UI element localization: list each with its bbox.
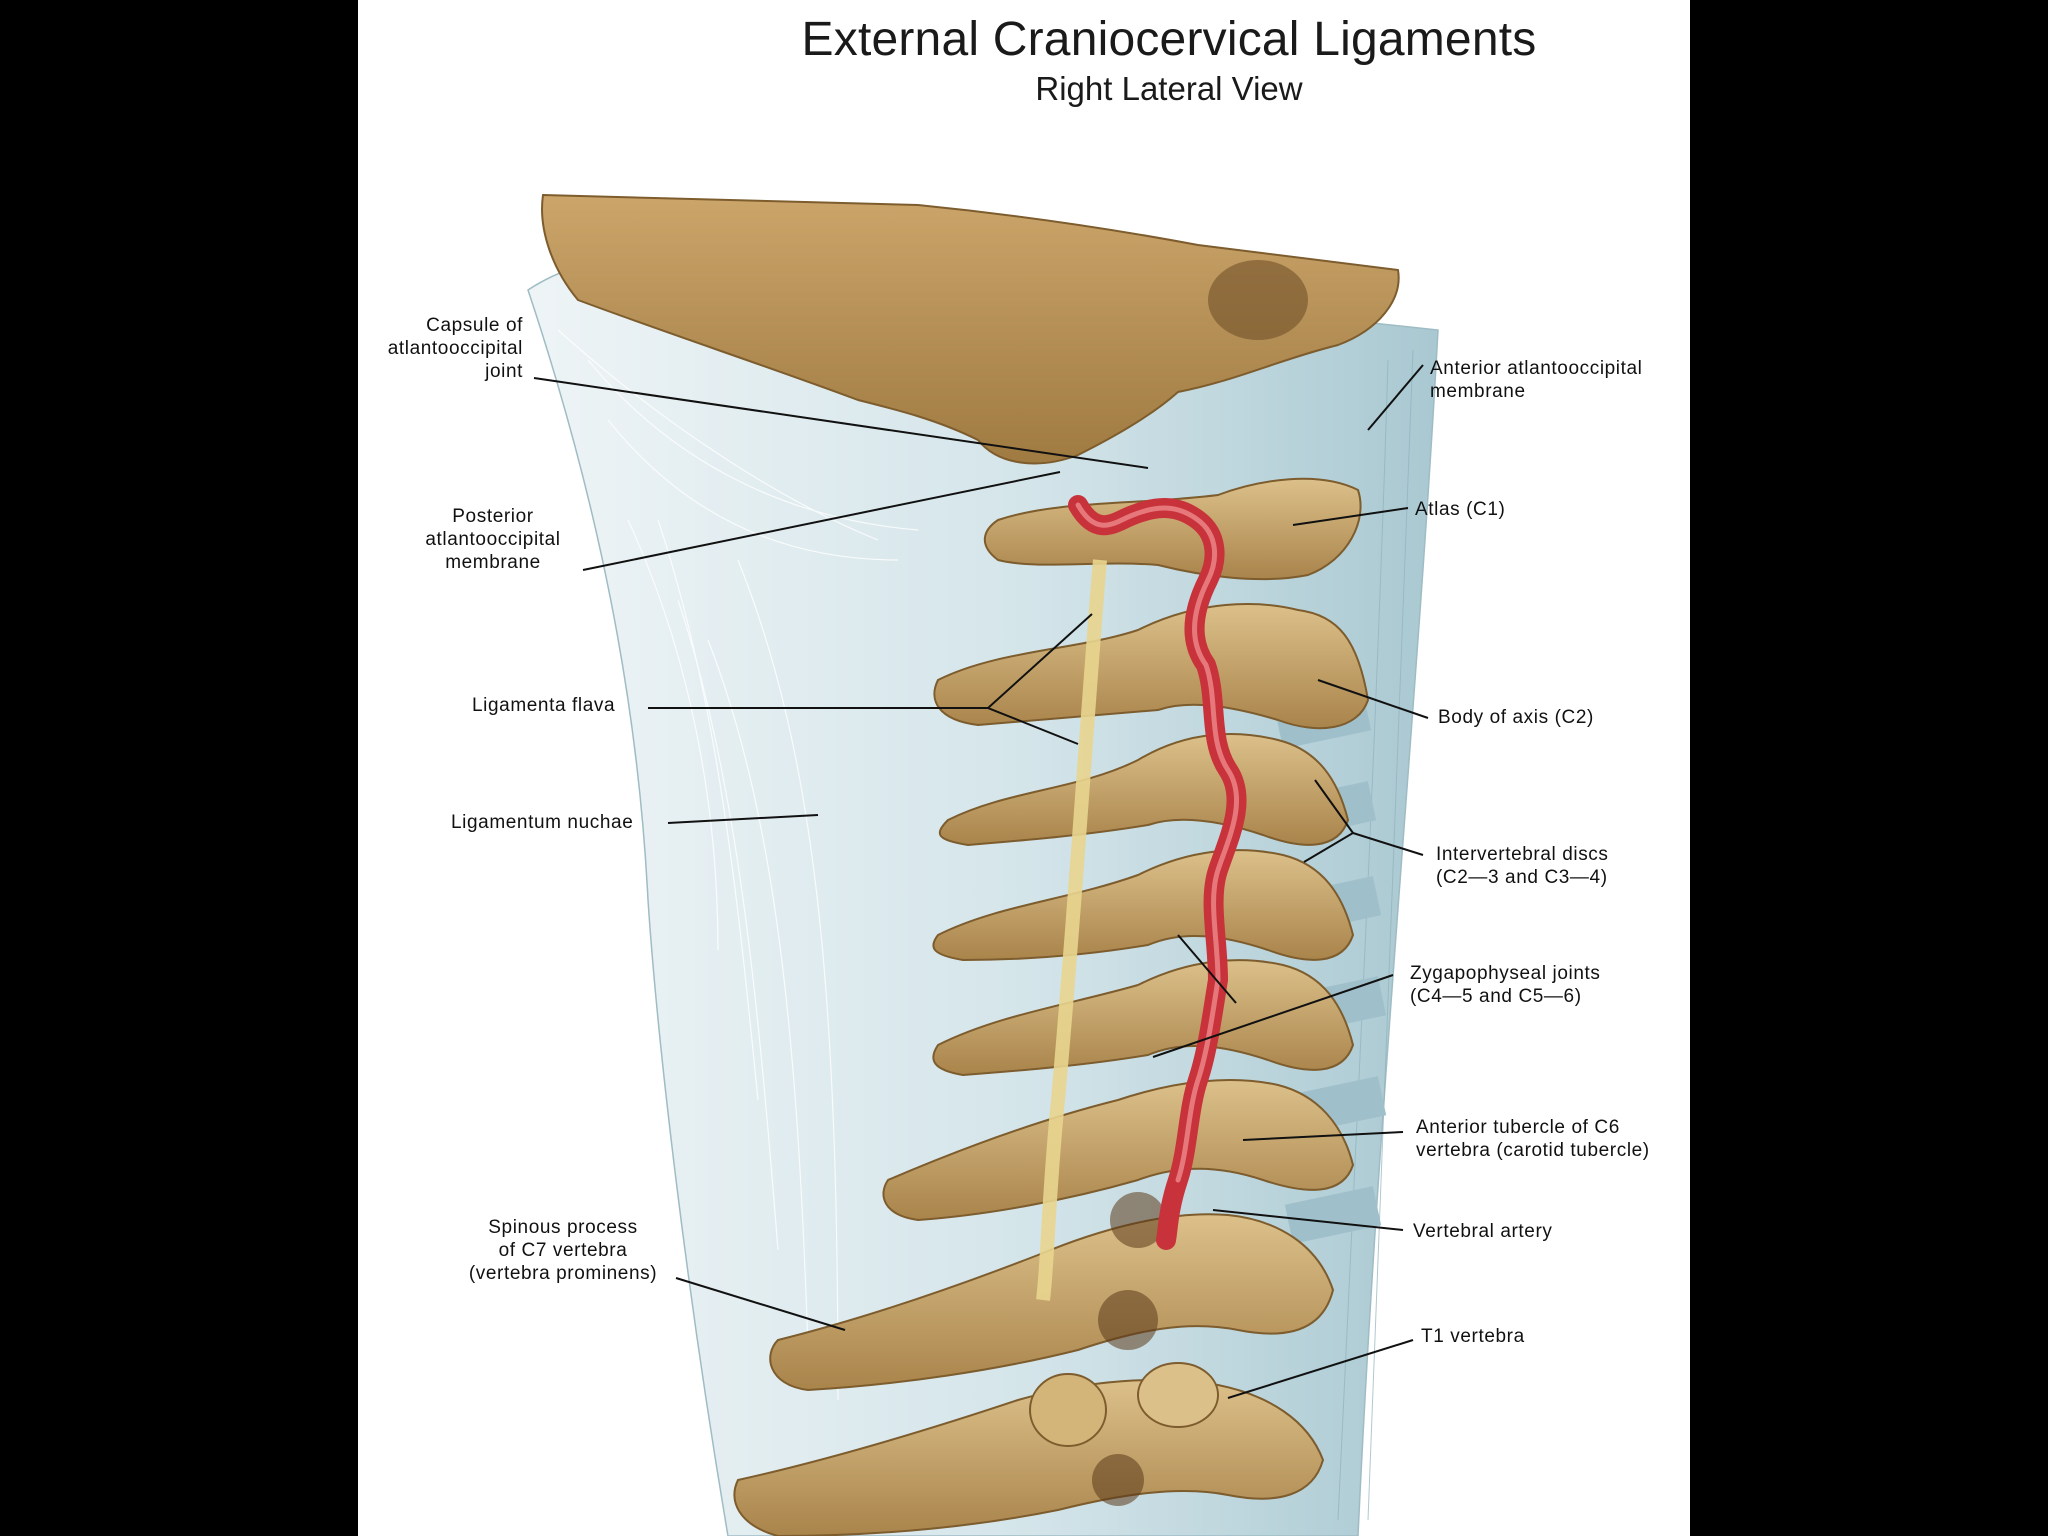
figure-plate: External Craniocervical Ligaments Right … (358, 0, 1690, 1536)
leader-anterior-membrane (1367, 364, 1424, 431)
leader-ligamentum-nuchae (667, 814, 819, 824)
leader-capsule (533, 377, 1149, 469)
leader-posterior-membrane (582, 471, 1061, 571)
figure-title: External Craniocervical Ligaments (801, 13, 1537, 66)
occipital-bone (541, 193, 1400, 465)
label-zygapophyseal-joints: Zygapophyseal joints (C4—5 and C5—6) (1410, 963, 1601, 1007)
leader-lines (533, 364, 1429, 1399)
vertebral-artery-highlight (1075, 502, 1239, 1183)
leader-zygapophyseal-joints (1152, 974, 1394, 1058)
axis-c2-bone (933, 603, 1370, 730)
leader-intervertebral-discs-main (1352, 832, 1424, 856)
label-atlas: Atlas (C1) (1415, 499, 1506, 520)
label-spinous-c7: Spinous process of C7 vertebra (vertebra… (468, 1217, 658, 1284)
leader-axis-body (1317, 679, 1429, 719)
label-vertebral-artery: Vertebral artery (1413, 1221, 1553, 1242)
leader-ligamenta-flava-fork (986, 613, 1093, 745)
occipital-condyle-shadow (1208, 260, 1308, 340)
t1-rib-facet (1029, 1373, 1107, 1447)
label-anterior-tubercle: Anterior tubercle of C6 vertebra (caroti… (1416, 1117, 1650, 1161)
label-intervertebral-discs: Intervertebral discs (C2—3 and C3—4) (1436, 844, 1609, 888)
label-posterior-membrane: Posterior atlantooccipital membrane (425, 506, 561, 573)
leader-t1 (1227, 1339, 1414, 1399)
ligament-fibers (557, 329, 919, 1401)
ligamenta-flava-strip (1036, 559, 1107, 1301)
c3-bone (938, 733, 1350, 847)
atlas-c1-bone (983, 477, 1362, 581)
figure-subtitle: Right Lateral View (1035, 70, 1303, 107)
bone-shadows (1092, 1192, 1166, 1506)
t1-body-facet (1137, 1362, 1219, 1428)
label-ligamentum-nuchae: Ligamentum nuchae (451, 812, 634, 833)
c7-bone (769, 1213, 1335, 1392)
label-capsule: Capsule of atlantooccipital joint (387, 315, 523, 382)
leader-atlas (1292, 507, 1409, 526)
c5-bone (932, 959, 1355, 1077)
leader-anterior-tubercle (1242, 1131, 1404, 1141)
label-anterior-membrane: Anterior atlantooccipital membrane (1430, 358, 1643, 402)
c6-bone (882, 1079, 1355, 1222)
c4-bone (932, 849, 1355, 962)
label-ligamenta-flava: Ligamenta flava (472, 695, 616, 716)
leader-zygapophyseal-joints-2 (1177, 934, 1237, 1004)
label-axis-body: Body of axis (C2) (1438, 707, 1594, 728)
leader-spinous-c7 (675, 1277, 846, 1331)
cervical-spine-illustration (527, 193, 1439, 1536)
label-t1: T1 vertebra (1421, 1326, 1525, 1347)
leader-vertebral-artery (1212, 1209, 1404, 1231)
